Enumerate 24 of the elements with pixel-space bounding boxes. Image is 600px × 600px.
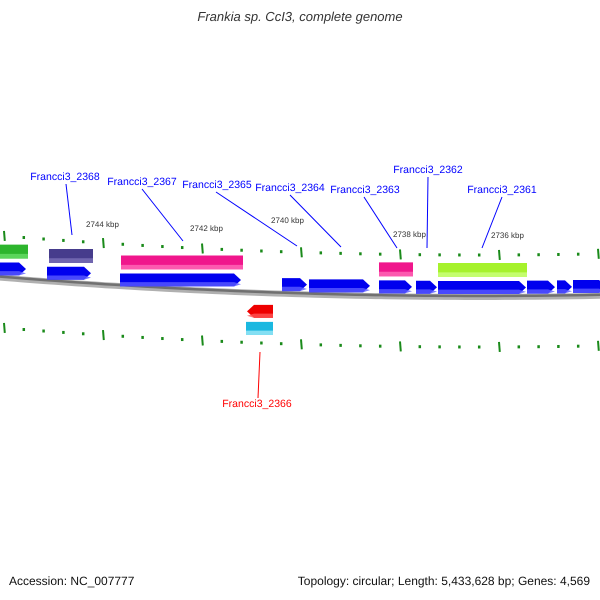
gene-label: Francci3_2363 — [330, 184, 400, 197]
leader-line — [290, 194, 342, 248]
leader-line — [142, 188, 184, 242]
gene-label: Francci3_2368 — [30, 171, 100, 184]
position-label: 2738 kbp — [393, 230, 426, 240]
leader-line — [66, 184, 72, 236]
position-label: 2736 kbp — [491, 231, 524, 241]
leader-line — [482, 196, 502, 248]
leader-line — [258, 352, 260, 398]
gene-label: Francci3_2364 — [255, 182, 325, 195]
position-label: 2744 kbp — [86, 220, 119, 230]
diagram-title: Frankia sp. CcI3, complete genome — [196, 9, 404, 25]
gene-label: Francci3_2362 — [393, 164, 463, 177]
gene-label: Francci3_2366 — [222, 398, 292, 411]
position-label: 2740 kbp — [271, 216, 304, 226]
footer-note: Topology: circular; Length: 5,433,628 bp; Genes: 4,569 — [298, 574, 590, 589]
position-label: 2742 kbp — [190, 224, 223, 234]
leader-line — [364, 196, 398, 248]
gene-label: Francci3_2361 — [467, 184, 537, 197]
footer-note: Accession: NC_007777 — [9, 574, 134, 589]
gene-label: Francci3_2367 — [107, 176, 177, 189]
leader-line — [216, 192, 298, 246]
gene-label: Francci3_2365 — [182, 179, 252, 192]
leader-line — [426, 176, 428, 248]
